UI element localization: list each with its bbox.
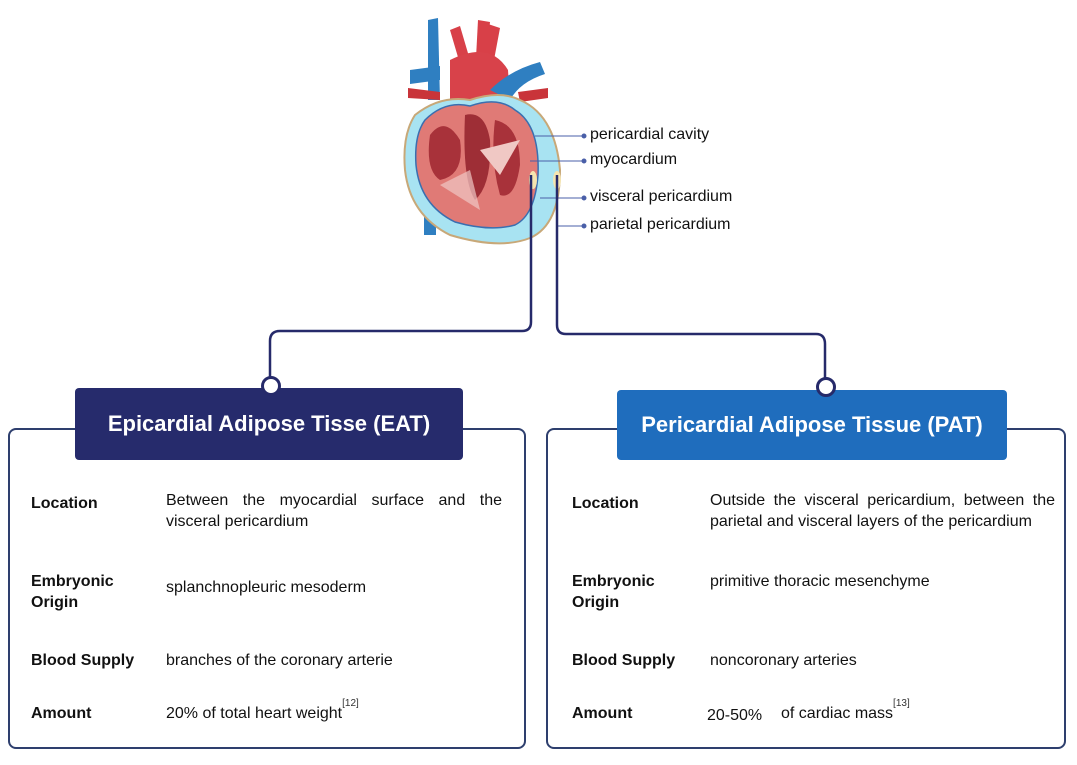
pat-header: Pericardial Adipose Tissue (PAT) (617, 390, 1007, 460)
eat-connector-node (261, 376, 281, 396)
pat-amount-value: of cardiac mass[13] (781, 698, 910, 724)
eat-blood-label: Blood Supply (31, 652, 135, 669)
pat-reference: [13] (893, 698, 910, 709)
eat-reference: [12] (342, 698, 359, 709)
label-myocardium: myocardium (590, 151, 678, 168)
label-pericardial-cavity: pericardial cavity (590, 126, 710, 143)
eat-origin-value: splanchnopleuric mesoderm (166, 579, 367, 596)
pat-blood-value: noncoronary arteries (710, 652, 857, 669)
label-parietal-pericardium: parietal pericardium (590, 216, 731, 233)
pat-origin-label: Embryonic Origin (572, 573, 655, 611)
pat-amount-number: 20-50% (707, 707, 763, 724)
eat-amount-value: 20% of total heart weight[12] (166, 698, 359, 724)
pat-connector-node (816, 377, 836, 397)
eat-location-label: Location (31, 495, 98, 512)
pat-location-label: Location (572, 495, 639, 512)
pat-amount-label: Amount (572, 705, 633, 722)
eat-header: Epicardial Adipose Tisse (EAT) (75, 388, 463, 460)
pat-blood-label: Blood Supply (572, 652, 676, 669)
eat-connector-line (268, 175, 533, 377)
pat-origin-value: primitive thoracic mesenchyme (710, 573, 930, 590)
label-leaders (530, 133, 587, 229)
eat-location-value: Between the myocardial surface and the v… (166, 492, 502, 530)
pat-connector-line (555, 175, 827, 378)
eat-blood-value: branches of the coronary arterie (166, 652, 393, 669)
pat-location-value: Outside the visceral pericardium, betwee… (710, 492, 1055, 530)
eat-origin-label: Embryonic Origin (31, 573, 114, 611)
pat-amount-text: of cardiac mass (781, 705, 894, 722)
eat-amount-label: Amount (31, 705, 92, 722)
label-visceral-pericardium: visceral pericardium (590, 188, 733, 205)
eat-amount-text: 20% of total heart weight (166, 705, 343, 722)
heart-chambers (428, 114, 520, 210)
